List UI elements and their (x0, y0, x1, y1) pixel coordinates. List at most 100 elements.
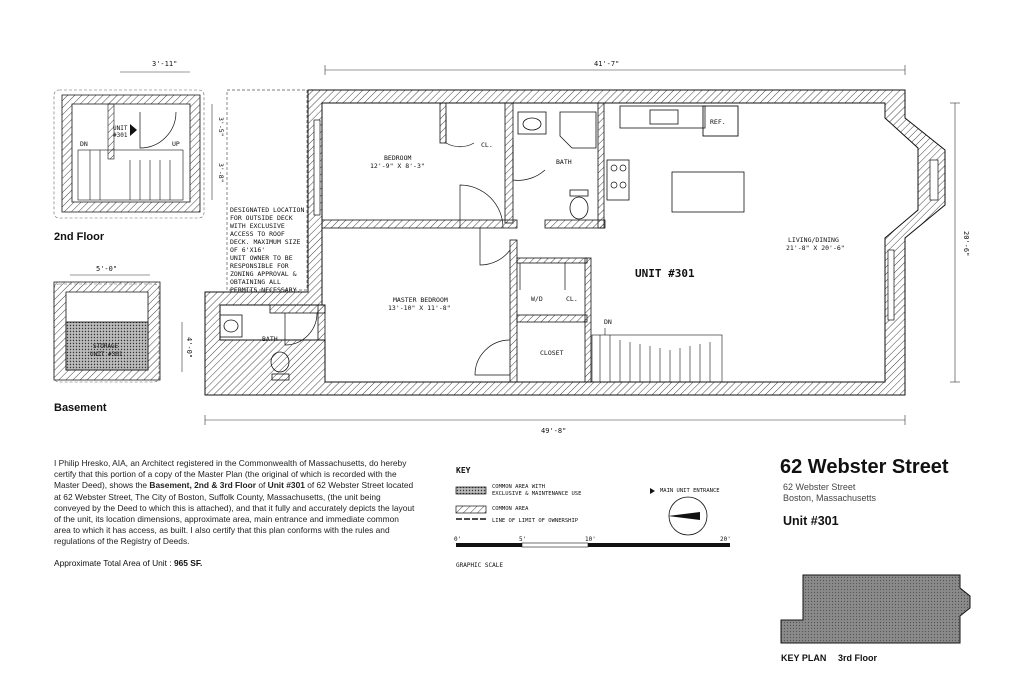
scale-tick-5: 5' (519, 536, 526, 543)
deck-note-line: WITH EXCLUSIVE (230, 222, 285, 230)
key-plan-label: KEY PLAN (781, 653, 827, 663)
floor2-title: 2nd Floor (54, 231, 105, 243)
key-plan-graphic (780, 574, 971, 644)
cert-part3: of 62 Webster Street located at 62 Webst… (54, 480, 415, 547)
label-bedroom: BEDROOM (384, 154, 411, 162)
basement-dim-width: 5'-0" (96, 265, 117, 273)
vanity-2 (219, 314, 243, 338)
scale-tick-10: 10' (585, 536, 596, 543)
main-floor-plan (204, 65, 960, 425)
label-master-dim: 13'-10" X 11'-8" (388, 304, 451, 312)
range (606, 159, 630, 201)
deck-note-line: RESPONSIBLE FOR (230, 262, 289, 270)
toilet (569, 196, 589, 220)
door-bath2 (284, 312, 318, 346)
legend-title: KEY (456, 466, 471, 475)
wall-bath-center (504, 102, 514, 224)
wall-wd-top (516, 257, 588, 264)
label-bedroom-dim: 12'-9" X 8'-3" (370, 162, 425, 170)
kitchen-sink (649, 109, 679, 125)
area-label: Approximate Total Area of Unit : (54, 558, 174, 568)
dim-top: 41'-7" (594, 60, 619, 68)
window-left (313, 119, 321, 216)
wall-wd (516, 314, 588, 323)
legend-main-entrance: MAIN UNIT ENTRANCE (660, 488, 720, 494)
sink (522, 117, 542, 131)
floor2-dim-width: 3'-11" (152, 60, 177, 68)
floor2-label-dn: DN (80, 140, 88, 148)
floor2-plan (53, 71, 213, 219)
wall-bath2-right (317, 304, 326, 341)
area-value: 965 SF. (173, 558, 203, 568)
sink-2 (223, 319, 239, 333)
legend-common-exclusive-1: COMMON AREA WITH (492, 484, 545, 490)
deck-note-line: DECK. MAXIMUM SIZE (230, 238, 301, 246)
address-line-1: 62 Webster Street (783, 482, 856, 492)
floor2-dim-h2: 3'-8" (217, 163, 225, 183)
door-wd (519, 263, 566, 290)
vanity (517, 111, 547, 135)
label-living-dim: 21'-8" X 20'-6" (786, 244, 845, 252)
legend-common-exclusive-2: EXCLUSIVE & MAINTENANCE USE (492, 491, 581, 497)
wall-bath2 (269, 304, 326, 314)
toilet-tank-2 (271, 373, 290, 381)
cert-part2: of (256, 480, 268, 491)
label-unit-big: UNIT #301 (635, 267, 695, 280)
property-title: 62 Webster Street (780, 456, 949, 478)
door-cl-1 (445, 115, 475, 148)
deck-area (226, 89, 308, 291)
label-cl-1: CL. (481, 141, 493, 149)
basement-label-storage: STORAGE (93, 343, 119, 350)
basement-title: Basement (54, 402, 107, 414)
wall-bath-right (597, 102, 605, 229)
wall-bedroom-lower (321, 219, 518, 229)
label-living: LIVING/DINING (788, 236, 839, 244)
legend-limit-line: LINE OF LIMIT OF OWNERSHIP (492, 518, 579, 524)
kitchen-island (671, 171, 745, 213)
wall-closet-right (584, 257, 592, 383)
legend-common-area: COMMON AREA (492, 506, 529, 512)
deck-note-line: OF 6'X16' (230, 246, 265, 254)
burner (619, 181, 627, 189)
door-closet (474, 339, 511, 376)
deck-note-line: UNIT OWNER TO BE (230, 254, 293, 262)
address-line-2: Boston, Massachusetts (783, 493, 877, 503)
wall-master-right (509, 239, 518, 383)
scale-label: GRAPHIC SCALE (456, 562, 503, 569)
refrigerator (702, 105, 739, 137)
scale-tick-20: 20' (720, 536, 731, 543)
floor2-label-up: UP (172, 140, 180, 148)
floor2-dim-h1: 3'-5" (217, 117, 225, 137)
label-ref: REF. (710, 118, 726, 126)
deck-note-line: PERMITS NECESSARY. (230, 286, 300, 294)
deck-note-line: ACCESS TO ROOF (230, 230, 285, 238)
floor2-label-unit-num: #301 (113, 132, 128, 139)
window-bay (929, 159, 939, 201)
dim-right: 20'-6" (962, 231, 970, 256)
label-dn: DN (604, 318, 612, 326)
label-bath-2: BATH (262, 335, 278, 343)
wall-cl-left (439, 102, 447, 144)
key-plan-floor: 3rd Floor (838, 653, 878, 663)
cert-bold1: Basement, 2nd & 3rd Floor (149, 480, 256, 491)
door-master (479, 228, 511, 266)
legend (455, 486, 708, 536)
toilet-tank (569, 189, 589, 197)
cert-bold2: Unit #301 (267, 480, 305, 491)
basement-plan (53, 274, 183, 383)
total-area: Approximate Total Area of Unit : 965 SF. (54, 558, 202, 568)
burner (610, 164, 618, 172)
cert-part1: I Philip Hresko, AIA, an Architect regis… (54, 458, 407, 491)
basement-label-storage-unit: UNIT #301 (90, 351, 123, 358)
unit-label: Unit #301 (783, 514, 839, 528)
deck-note-line: OBTAINING ALL (230, 278, 281, 286)
graphic-scale-bar (456, 542, 730, 548)
deck-note-line: ZONING APPROVAL & (230, 270, 297, 278)
door-bedroom (459, 184, 504, 229)
label-cl-2: CL. (566, 295, 578, 303)
label-wd: W/D (531, 295, 543, 303)
window-right-lower (887, 249, 895, 321)
label-master-bedroom: MASTER BEDROOM (393, 296, 448, 304)
certification-text: I Philip Hresko, AIA, an Architect regis… (54, 458, 416, 548)
kitchen-counter (619, 105, 706, 129)
